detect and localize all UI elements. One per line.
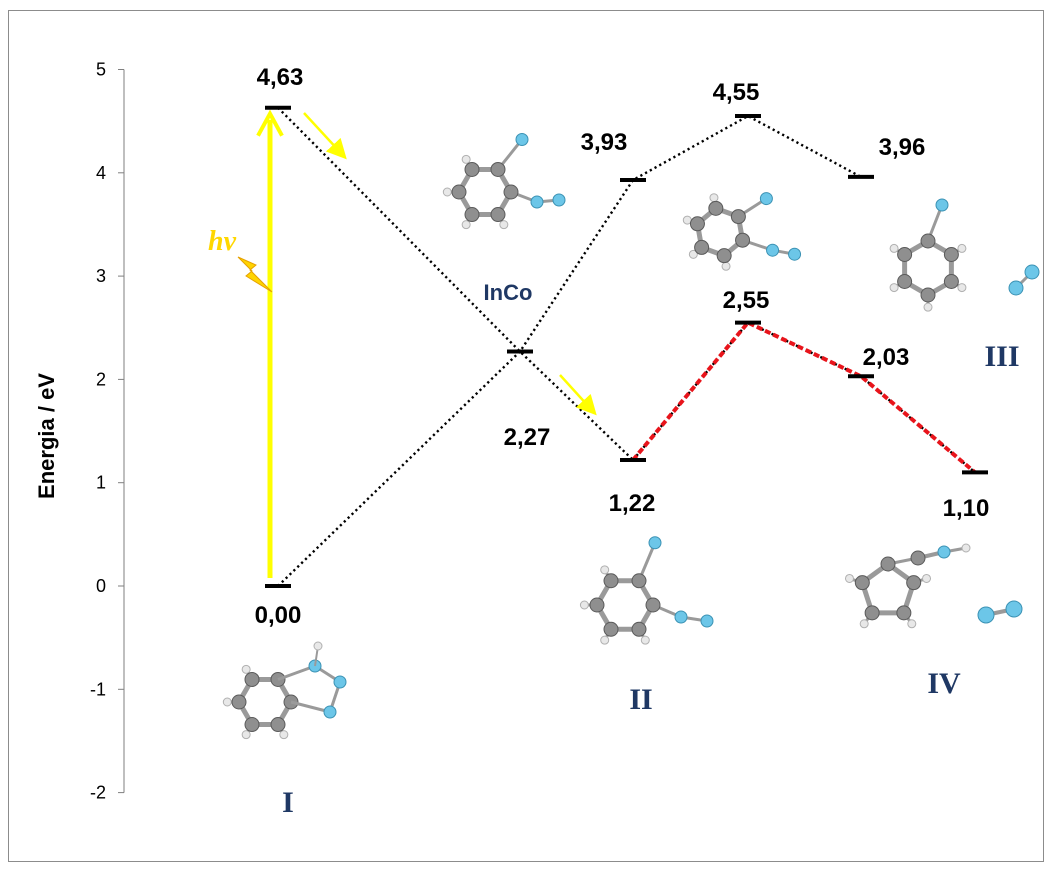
structure-label-III: III — [984, 340, 1019, 373]
y-tick-label: -2 — [90, 783, 106, 803]
molecule-IV-n2 — [977, 600, 1023, 624]
energy-labels: 0,00 4,63 2,27 1,22 3,93 4,55 2,55 3,96 2,03 1,10 — [255, 64, 990, 629]
energy-value-label: 1,22 — [609, 490, 656, 517]
arrows — [237, 109, 597, 578]
molecule-II — [579, 536, 714, 645]
energy-value-label: 3,96 — [879, 134, 926, 161]
y-tick-label: 0 — [96, 576, 106, 596]
y-axis-title: Energia / eV — [34, 373, 59, 499]
excitation-arrowhead — [256, 109, 284, 137]
molecule-III — [889, 198, 967, 312]
molecule-TS — [682, 192, 802, 271]
energy-value-label: 2,55 — [723, 287, 770, 314]
molecule-structures — [222, 132, 1040, 740]
energy-value-label: 0,00 — [255, 602, 302, 629]
structure-label-II: II — [629, 683, 652, 716]
energy-value-label: 2,27 — [504, 424, 551, 451]
energy-value-label: 2,03 — [863, 344, 910, 371]
chart-frame — [8, 10, 1044, 862]
y-tick-label: 2 — [96, 369, 106, 389]
direction-arrow — [559, 374, 597, 416]
inco-label: InCo — [484, 280, 533, 305]
energy-value-label: 4,55 — [713, 79, 760, 106]
lightning-icon — [237, 256, 273, 293]
y-tick-label: -1 — [90, 679, 106, 699]
molecule-I — [222, 641, 347, 740]
y-tick-label: 5 — [96, 60, 106, 80]
y-tick-label: 3 — [96, 266, 106, 286]
series-line — [631, 320, 977, 474]
energy-value-label: 1,10 — [943, 495, 990, 522]
excitation-label: hν — [208, 226, 237, 257]
molecule-III-n2 — [1008, 264, 1040, 296]
direction-arrow — [303, 112, 347, 160]
series-line — [277, 114, 862, 587]
y-axis: 5 4 3 2 1 0 -1 -2 — [90, 60, 125, 803]
energy-value-label: 4,63 — [257, 64, 304, 91]
energy-value-label: 3,93 — [581, 129, 628, 156]
series-line — [277, 106, 634, 461]
molecule-IV — [844, 543, 971, 629]
y-tick-label: 1 — [96, 473, 106, 493]
structure-label-IV: IV — [927, 667, 961, 700]
structure-label-I: I — [282, 786, 294, 819]
connector-lines — [277, 106, 977, 587]
molecule-InCo — [442, 132, 566, 230]
series-line — [632, 321, 976, 474]
y-tick-label: 4 — [96, 163, 106, 183]
energy-levels — [265, 105, 988, 588]
